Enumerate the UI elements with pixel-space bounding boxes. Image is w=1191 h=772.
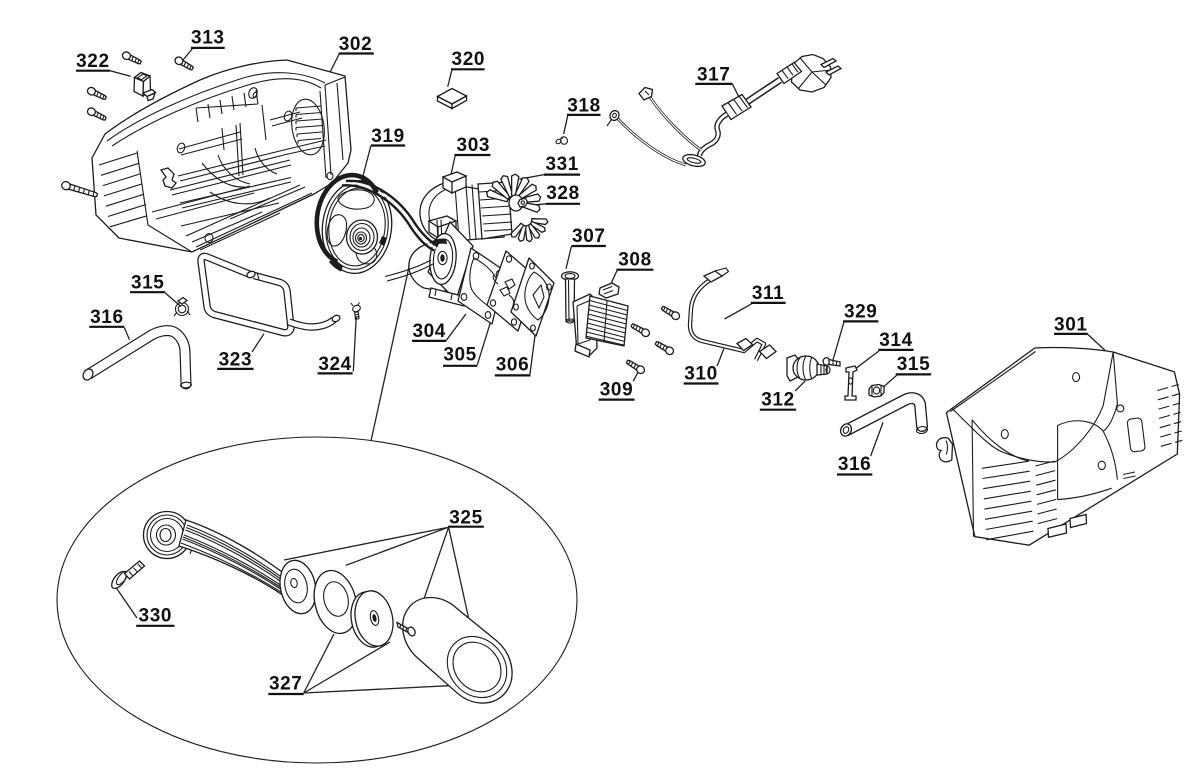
svg-text:320: 320 — [452, 49, 486, 70]
svg-text:330: 330 — [139, 606, 173, 627]
svg-text:318: 318 — [567, 95, 601, 116]
svg-text:314: 314 — [879, 330, 913, 351]
svg-text:316: 316 — [90, 307, 124, 328]
svg-text:327: 327 — [269, 674, 303, 695]
svg-text:329: 329 — [844, 301, 878, 322]
svg-text:319: 319 — [371, 126, 405, 147]
svg-text:309: 309 — [600, 380, 634, 401]
svg-text:315: 315 — [897, 354, 931, 375]
svg-text:305: 305 — [443, 344, 477, 365]
svg-text:331: 331 — [545, 154, 579, 175]
svg-text:307: 307 — [572, 226, 606, 247]
svg-text:303: 303 — [457, 135, 491, 156]
svg-text:302: 302 — [339, 34, 373, 55]
svg-text:325: 325 — [449, 507, 483, 528]
svg-text:310: 310 — [684, 364, 718, 385]
svg-text:301: 301 — [1054, 314, 1088, 335]
svg-text:328: 328 — [546, 183, 580, 204]
svg-text:323: 323 — [219, 350, 253, 371]
svg-text:313: 313 — [191, 28, 225, 49]
svg-text:311: 311 — [752, 283, 784, 304]
svg-text:324: 324 — [318, 354, 352, 375]
svg-text:322: 322 — [76, 51, 110, 72]
svg-text:308: 308 — [618, 249, 652, 270]
svg-text:312: 312 — [761, 390, 795, 411]
svg-text:304: 304 — [412, 321, 446, 342]
svg-text:317: 317 — [697, 64, 731, 85]
svg-text:315: 315 — [131, 272, 165, 293]
svg-text:316: 316 — [838, 454, 872, 475]
svg-text:306: 306 — [496, 355, 530, 376]
